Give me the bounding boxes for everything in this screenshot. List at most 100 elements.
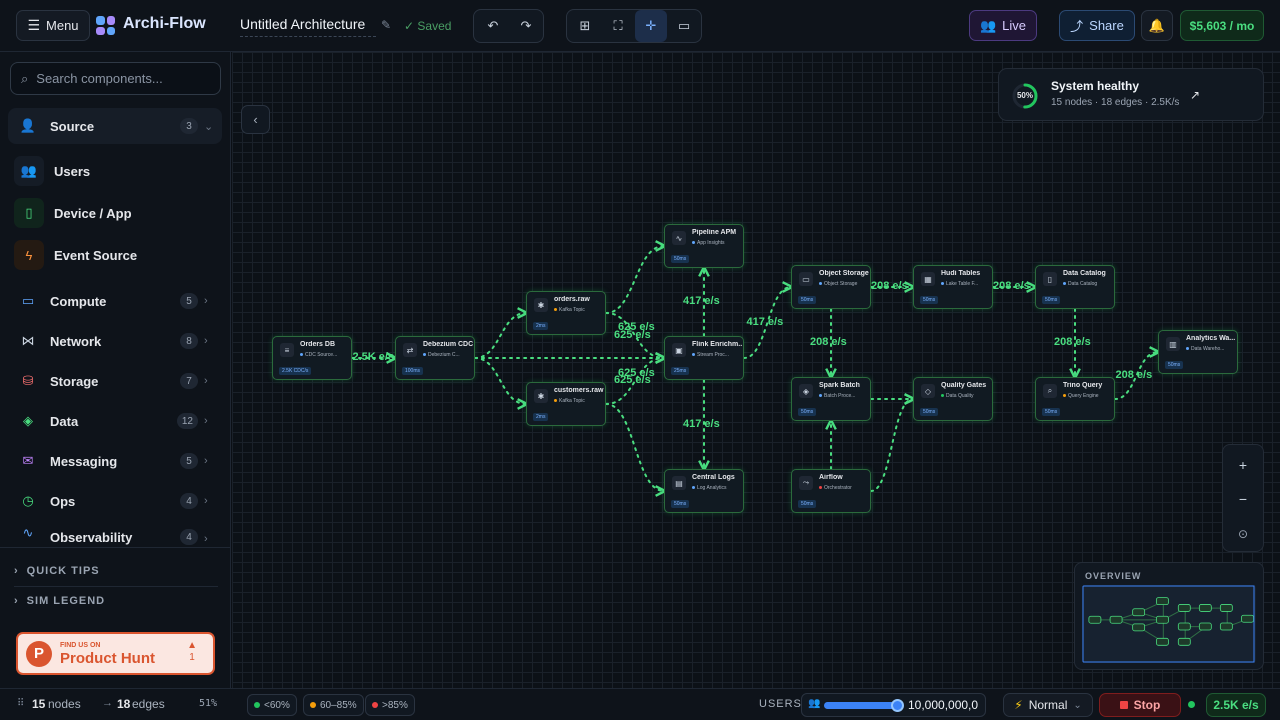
zoom-out-icon[interactable]: − xyxy=(1238,491,1248,507)
live-button[interactable]: 👥 Live xyxy=(969,10,1037,41)
users-label: USERS xyxy=(759,698,802,710)
users-value-input[interactable]: 10,000,000,0 xyxy=(908,698,979,712)
minimap-node xyxy=(1241,614,1254,623)
menu-button[interactable]: ☰ Menu xyxy=(16,10,90,41)
share-label: Share xyxy=(1089,18,1124,33)
fullscreen-icon[interactable]: ⛶ xyxy=(613,18,623,33)
node-type-dot xyxy=(819,394,822,397)
folder-icon: ▭ xyxy=(799,272,813,286)
node-analytics[interactable]: ▥Analytics Wa...Data Wareho...50ms xyxy=(1158,330,1238,374)
grid-layout-icon[interactable]: ⊞ xyxy=(579,18,591,33)
airflow-icon: ⤳ xyxy=(799,476,813,490)
edge-airflow-to-quality[interactable] xyxy=(870,399,913,492)
crosshair-icon[interactable]: ✛ xyxy=(635,10,667,42)
chevron-right-icon: › xyxy=(14,565,19,577)
speed-select[interactable]: ⚡ Normal ⌄ xyxy=(1003,693,1093,717)
undo-icon[interactable]: ↶ xyxy=(487,18,499,33)
edge-debezium-to-customers-raw[interactable] xyxy=(474,357,526,404)
edge-orders-raw-to-pipeline-apm[interactable] xyxy=(605,246,664,314)
stop-button[interactable]: Stop xyxy=(1099,693,1181,717)
lightning-icon: ⚡ xyxy=(1014,698,1023,712)
hamburger-icon: ☰ xyxy=(27,17,41,33)
source-item-0[interactable]: 👥Users xyxy=(14,154,214,188)
collapse-sidebar-button[interactable]: ‹ xyxy=(241,105,270,134)
source-item-1[interactable]: ▯Device / App xyxy=(14,196,214,230)
system-health-panel[interactable]: 50% System healthy 15 nodes · 18 edges ·… xyxy=(998,68,1264,121)
node-title: Data Catalog xyxy=(1063,270,1106,277)
node-subtitle-row: Data Catalog xyxy=(1063,281,1113,287)
node-flink[interactable]: ▣Flink Enrichm...Stream Proc...25ms xyxy=(664,336,744,380)
edge-customers-raw-to-central-logs[interactable] xyxy=(605,403,664,491)
edge-debezium-to-orders-raw[interactable] xyxy=(474,313,526,359)
overview-minimap[interactable]: OVERVIEW xyxy=(1074,562,1264,670)
sim-legend-toggle[interactable]: › SIM LEGEND xyxy=(14,588,218,614)
project-name[interactable]: Untitled Architecture xyxy=(240,16,376,37)
database-icon: ≡ xyxy=(280,343,294,357)
share-button[interactable]: ⤴ Share xyxy=(1059,10,1135,41)
node-subtitle: Query Engine xyxy=(1068,393,1099,399)
redo-icon[interactable]: ↷ xyxy=(520,18,532,33)
category-count: 4 xyxy=(180,493,198,509)
quick-tips-toggle[interactable]: › QUICK TIPS xyxy=(14,558,218,584)
notifications-button[interactable]: 🔔 xyxy=(1141,10,1173,41)
minimap-node xyxy=(1132,623,1146,632)
node-type-dot xyxy=(819,486,822,489)
node-latency-badge: 2ms xyxy=(533,413,549,421)
users-slider[interactable] xyxy=(824,699,905,712)
product-hunt-badge[interactable]: P FIND US ON Product Hunt ▲ 1 xyxy=(16,632,215,675)
zoom-in-icon[interactable]: + xyxy=(1238,457,1248,473)
inbox-icon: ✉ xyxy=(22,453,34,468)
database-icon: ⛁ xyxy=(22,373,34,388)
minimap-viewport[interactable] xyxy=(1082,585,1255,663)
monitor-icon[interactable]: ▭ xyxy=(677,18,691,33)
node-title: Airflow xyxy=(819,474,843,481)
legend-dot xyxy=(310,702,316,708)
node-latency-badge: 2ms xyxy=(533,322,549,330)
expand-icon[interactable]: ↗ xyxy=(1190,88,1201,102)
minimap-view[interactable] xyxy=(1082,585,1256,663)
node-subtitle-row: Lake Table F... xyxy=(941,281,991,287)
node-subtitle: Kafka Topic xyxy=(559,307,585,313)
fit-view-icon[interactable]: ⊙ xyxy=(1237,527,1249,541)
edge-throughput-label: 625 e/s xyxy=(614,374,651,386)
node-subtitle-row: Stream Proc... xyxy=(692,352,742,358)
edge-trino-to-analytics[interactable] xyxy=(1114,352,1158,400)
category-label: Ops xyxy=(50,493,76,509)
upvote-icon: ▲ xyxy=(187,640,197,651)
node-type-dot xyxy=(554,399,557,402)
category-source[interactable]: 👤 Source 3 ⌄ xyxy=(8,108,222,144)
search-box[interactable]: ⌕ xyxy=(10,62,221,95)
search-input[interactable] xyxy=(36,71,207,86)
edge-throughput-label: 208 e/s xyxy=(993,280,1030,292)
edge-flink-to-object-storage[interactable] xyxy=(743,287,791,359)
shield-icon: ◇ xyxy=(921,384,935,398)
edit-icon[interactable]: ✎ xyxy=(381,18,392,32)
users-slider-thumb[interactable] xyxy=(891,699,905,712)
edge-orders-raw-to-flink[interactable] xyxy=(605,312,664,358)
edge-customers-raw-to-flink[interactable] xyxy=(605,358,664,405)
category-count: 12 xyxy=(176,413,198,429)
cost-badge[interactable]: $5,603 / mo xyxy=(1180,10,1264,41)
